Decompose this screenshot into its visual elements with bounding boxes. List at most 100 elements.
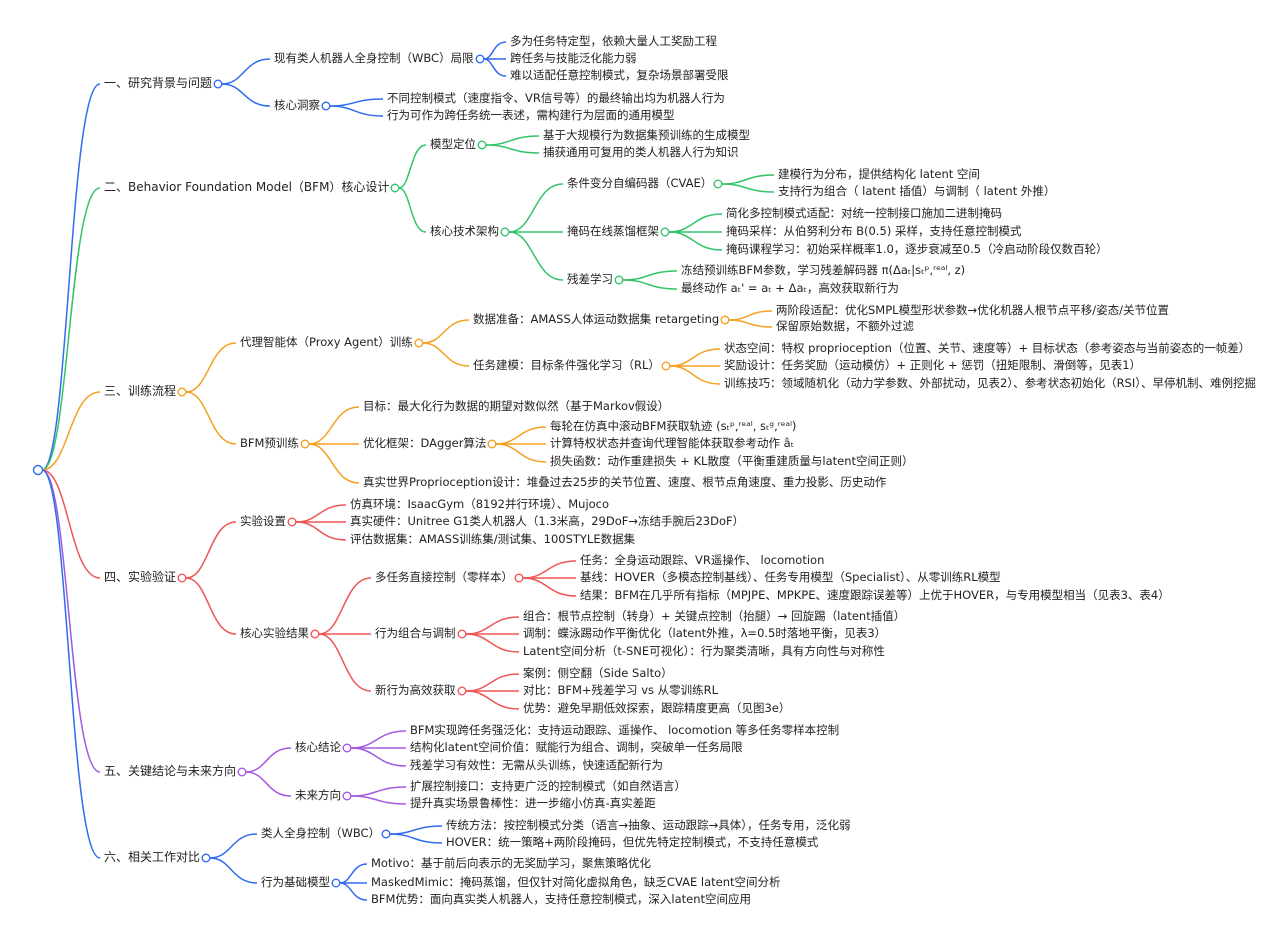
collapse-toggle-icon[interactable] [390,183,400,193]
mindmap-node-depth-3[interactable]: HOVER：统一策略+两阶段掩码，但优先特定控制模式，不支持任意模式 [446,835,819,849]
mindmap-node-depth-3[interactable]: 捕获通用可复用的类人机器人行为知识 [543,145,739,159]
collapse-toggle-icon[interactable] [720,315,730,325]
mindmap-node-depth-3[interactable]: 残差学习 [567,272,613,286]
mindmap-node-depth-3[interactable]: 条件变分自编码器（CVAE） [567,176,713,190]
mindmap-node-depth-2[interactable]: 核心技术架构 [430,224,499,238]
mindmap-node-depth-1[interactable]: 二、Behavior Foundation Model（BFM）核心设计 [104,180,390,194]
collapse-toggle-icon[interactable] [457,686,467,696]
mindmap-node-depth-2[interactable]: 类人全身控制（WBC） [261,826,381,840]
collapse-toggle-icon[interactable] [660,227,670,237]
mindmap-node-depth-1[interactable]: 一、研究背景与问题 [104,76,213,90]
collapse-toggle-icon[interactable] [487,439,497,449]
mindmap-node-depth-4[interactable]: 基线：HOVER（多模态控制基线）、任务专用模型（Specialist）、从零训… [580,570,1001,584]
mindmap-node-depth-3[interactable]: 残差学习有效性：无需从头训练，快速适配新行为 [410,758,663,772]
mindmap-node-depth-3[interactable]: 多为任务特定型，依赖大量人工奖励工程 [510,34,717,48]
collapse-toggle-icon[interactable] [177,573,187,583]
collapse-toggle-icon[interactable] [713,179,723,189]
collapse-toggle-icon[interactable] [213,79,223,89]
mindmap-node-depth-2[interactable]: 实验设置 [240,514,286,528]
mindmap-node-depth-4[interactable]: 奖励设计：任务奖励（运动模仿）+ 正则化 + 惩罚（扭矩限制、滑倒等，见表1） [724,358,1142,372]
mindmap-node-depth-4[interactable]: 两阶段适配：优化SMPL模型形状参数→优化机器人根节点平移/姿态/关节位置 [776,303,1169,317]
collapse-toggle-icon[interactable] [514,573,524,583]
mindmap-node-depth-3[interactable]: BFM优势：面向真实类人机器人，支持任意控制模式，深入latent空间应用 [371,892,752,906]
collapse-toggle-icon[interactable] [381,829,391,839]
collapse-toggle-icon[interactable] [177,387,187,397]
mindmap-node-depth-2[interactable]: 未来方向 [295,788,341,802]
mindmap-node-depth-3[interactable]: BFM实现跨任务强泛化：支持运动跟踪、遥操作、 locomotion 等多任务零… [410,723,840,737]
mindmap-node-depth-3[interactable]: 结构化latent空间价值：赋能行为组合、调制，突破单一任务局限 [410,740,743,754]
collapse-toggle-icon[interactable] [342,743,352,753]
collapse-toggle-icon[interactable] [500,227,510,237]
mindmap-node-depth-4[interactable]: 组合：根节点控制（转身）+ 关键点控制（抬腿）→ 回旋踢（latent插值） [523,609,906,623]
mindmap-node-depth-2[interactable]: 模型定位 [430,137,476,151]
mindmap-node-depth-4[interactable]: 支持行为组合（ latent 插值）与调制（ latent 外推） [778,184,1056,198]
mindmap-node-depth-4[interactable]: 损失函数：动作重建损失 + KL散度（平衡重建质量与latent空间正则） [550,454,914,468]
root-node-icon[interactable] [32,464,44,476]
collapse-toggle-icon[interactable] [331,878,341,888]
mindmap-node-depth-2[interactable]: 核心洞察 [274,98,320,112]
mindmap-node-depth-2[interactable]: BFM预训练 [240,436,299,450]
mindmap-node-depth-4[interactable]: 简化多控制模式适配：对统一控制接口施加二进制掩码 [726,206,1002,220]
mindmap-node-depth-4[interactable]: 掩码课程学习：初始采样概率1.0，逐步衰减至0.5（冷启动阶段仅数百轮） [726,242,1108,256]
mindmap-node-depth-3[interactable]: 掩码在线蒸馏框架 [567,224,659,238]
collapse-toggle-icon[interactable] [287,517,297,527]
collapse-toggle-icon[interactable] [321,101,331,111]
mindmap-node-depth-2[interactable]: 行为基础模型 [261,875,330,889]
collapse-toggle-icon[interactable] [237,767,247,777]
mindmap-node-depth-4[interactable]: 状态空间：特权 proprioception（位置、关节、速度等）+ 目标状态（… [724,341,1251,355]
mindmap-node-depth-3[interactable]: 真实世界Proprioception设计：堆叠过去25步的关节位置、速度、根节点… [363,475,887,489]
mindmap-node-depth-1[interactable]: 三、训练流程 [104,384,177,398]
mindmap-node-depth-4[interactable]: 案例：侧空翻（Side Salto） [523,666,673,680]
collapse-toggle-icon[interactable] [300,439,310,449]
mindmap-node-depth-1[interactable]: 五、关键结论与未来方向 [104,764,237,778]
mindmap-node-depth-1[interactable]: 四、实验验证 [104,570,177,584]
mindmap-node-depth-3[interactable]: Motivo：基于前后向表示的无奖励学习，聚焦策略优化 [371,856,652,870]
mindmap-node-depth-4[interactable]: 对比：BFM+残差学习 vs 从零训练RL [523,683,719,697]
mindmap-node-depth-4[interactable]: 保留原始数据，不额外过滤 [776,319,914,333]
collapse-toggle-icon[interactable] [614,275,624,285]
mindmap-node-depth-4[interactable]: 冻结预训练BFM参数，学习残差解码器 π(Δaₜ|sₜᵖ,ʳᵉᵃˡ, z) [681,263,966,277]
mindmap-node-depth-4[interactable]: 每轮在仿真中滚动BFM获取轨迹 (sₜᵖ,ʳᵉᵃˡ, sₜᵍ,ʳᵉᵃˡ) [550,419,797,433]
mindmap-node-depth-4[interactable]: 最终动作 aₜ' = aₜ + Δaₜ，高效获取新行为 [681,281,899,295]
mindmap-node-depth-3[interactable]: 真实硬件：Unitree G1类人机器人（1.3米高，29DoF→冻结手腕后23… [350,514,745,528]
mindmap-node-depth-3[interactable]: 数据准备：AMASS人体运动数据集 retargeting [473,312,720,326]
mindmap-node-depth-4[interactable]: 调制：蝶泳踢动作平衡优化（latent外推，λ=0.5时落地平衡，见表3） [523,626,887,640]
mindmap-node-depth-3[interactable]: 优化框架：DAgger算法 [363,436,487,450]
mindmap-node-depth-3[interactable]: 仿真环境：IsaacGym（8192并行环境）、Mujoco [350,497,610,511]
collapse-toggle-icon[interactable] [457,629,467,639]
mindmap-node-depth-2[interactable]: 核心结论 [295,740,341,754]
mindmap-node-depth-4[interactable]: 训练技巧：领域随机化（动力学参数、外部扰动，见表2）、参考状态初始化（RSI）、… [724,376,1256,390]
mindmap-node-depth-3[interactable]: 目标：最大化行为数据的期望对数似然（基于Markov假设） [363,399,670,413]
mindmap-node-depth-4[interactable]: 掩码采样：从伯努利分布 B(0.5) 采样，支持任意控制模式 [726,224,1022,238]
collapse-toggle-icon[interactable] [414,338,424,348]
collapse-toggle-icon[interactable] [477,140,487,150]
mindmap-node-depth-3[interactable]: 传统方法：按控制模式分类（语言→抽象、运动跟踪→具体），任务专用，泛化弱 [446,818,851,832]
mindmap-node-depth-2[interactable]: 核心实验结果 [240,626,309,640]
mindmap-node-depth-3[interactable]: 提升真实场景鲁棒性：进一步缩小仿真-真实差距 [410,796,656,810]
mindmap-node-depth-3[interactable]: 跨任务与技能泛化能力弱 [510,51,637,65]
mindmap-node-depth-4[interactable]: 优势：避免早期低效探索，跟踪精度更高（见图3e） [523,701,791,715]
mindmap-node-depth-4[interactable]: 任务：全身运动跟踪、VR遥操作、 locomotion [580,553,825,567]
mindmap-node-depth-4[interactable]: 建模行为分布，提供结构化 latent 空间 [778,167,980,181]
mindmap-node-depth-4[interactable]: 计算特权状态并查询代理智能体获取参考动作 âₜ [550,436,795,450]
mindmap-node-depth-3[interactable]: 基于大规模行为数据集预训练的生成模型 [543,128,750,142]
mindmap-node-depth-3[interactable]: 行为可作为跨任务统一表述，需构建行为层面的通用模型 [387,108,675,122]
mindmap-node-depth-4[interactable]: Latent空间分析（t-SNE可视化）：行为聚类清晰，具有方向性与对称性 [523,644,885,658]
mindmap-node-depth-3[interactable]: MaskedMimic：掩码蒸馏，但仅针对简化虚拟角色，缺乏CVAE laten… [371,875,781,889]
mindmap-node-depth-3[interactable]: 难以适配任意控制模式，复杂场景部署受限 [510,68,729,82]
mindmap-node-depth-3[interactable]: 多任务直接控制（零样本） [375,570,513,584]
mindmap-node-depth-3[interactable]: 扩展控制接口：支持更广泛的控制模式（如自然语言） [410,779,686,793]
mindmap-node-depth-3[interactable]: 评估数据集：AMASS训练集/测试集、100STYLE数据集 [350,532,636,546]
collapse-toggle-icon[interactable] [661,361,671,371]
mindmap-node-depth-4[interactable]: 结果：BFM在几乎所有指标（MPJPE、MPKPE、速度跟踪误差等）上优于HOV… [580,588,1170,602]
mindmap-node-depth-3[interactable]: 新行为高效获取 [375,683,456,697]
mindmap-node-depth-3[interactable]: 不同控制模式（速度指令、VR信号等）的最终输出均为机器人行为 [387,91,725,105]
collapse-toggle-icon[interactable] [475,54,485,64]
collapse-toggle-icon[interactable] [201,853,211,863]
mindmap-node-depth-2[interactable]: 代理智能体（Proxy Agent）训练 [240,335,413,349]
mindmap-node-depth-3[interactable]: 行为组合与调制 [375,626,456,640]
mindmap-node-depth-2[interactable]: 现有类人机器人全身控制（WBC）局限 [274,51,474,65]
mindmap-node-depth-3[interactable]: 任务建模：目标条件强化学习（RL） [473,358,660,372]
collapse-toggle-icon[interactable] [342,791,352,801]
collapse-toggle-icon[interactable] [310,629,320,639]
